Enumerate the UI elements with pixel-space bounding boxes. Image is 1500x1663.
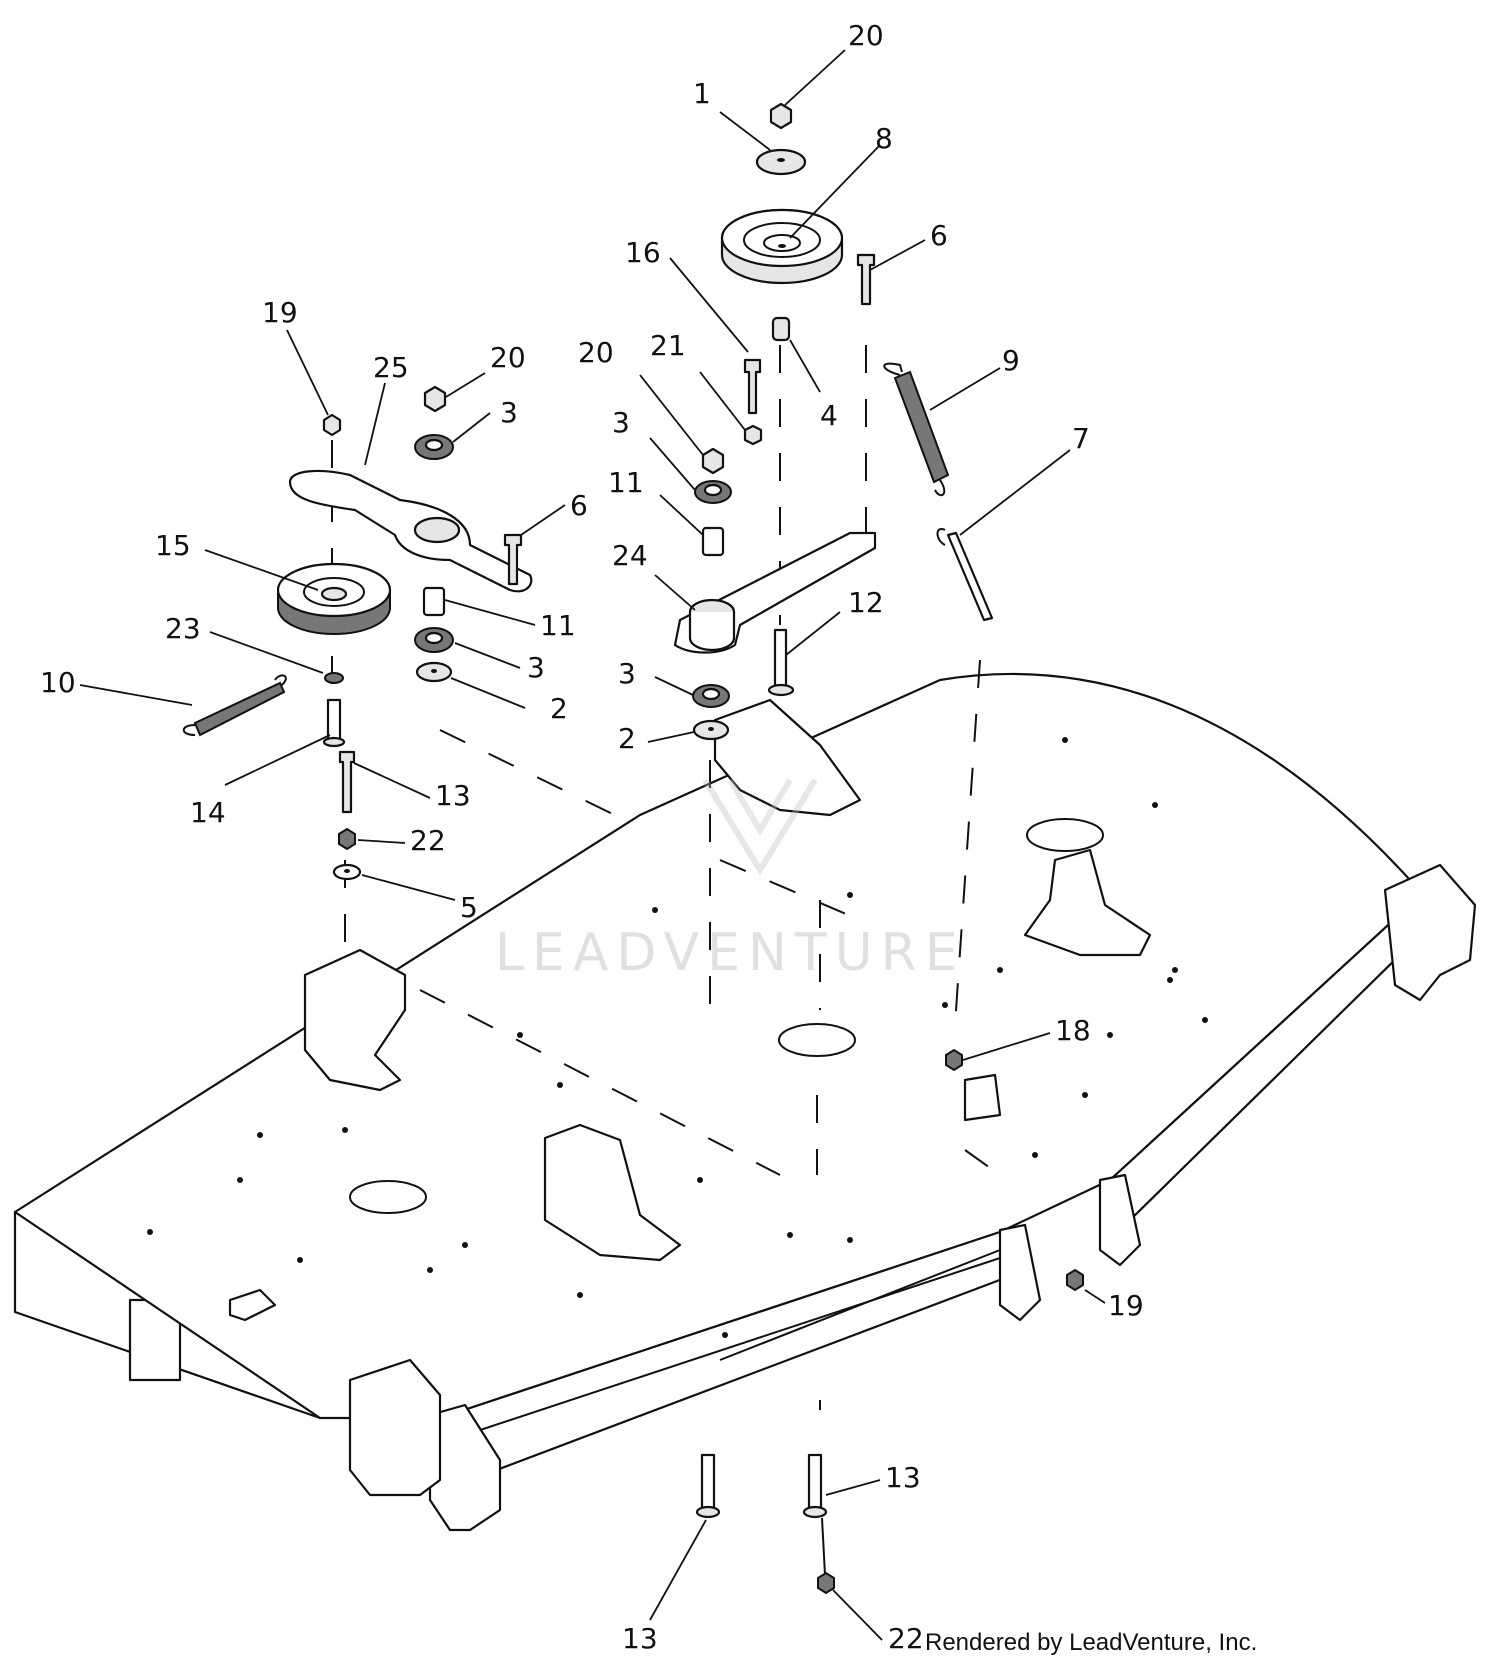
callout-10: 10 [40,666,76,699]
spacer-4 [771,316,791,342]
washer-23 [324,672,344,684]
callout-22-upper: 22 [410,824,446,857]
callout-9: 9 [1002,344,1020,377]
callout-14: 13 [435,779,471,812]
callout-15: 14 [190,796,226,829]
callout-numbers: 20 1 8 6 16 21 4 9 7 20 3 11 24 12 3 2 1… [40,19,1144,1655]
nut-20-mid [701,447,725,475]
nut-21 [743,424,763,446]
callout-2-right: 2 [618,722,636,755]
rod-7 [936,528,994,622]
callout-7: 7 [1072,422,1090,455]
nut-22-bottom [817,1571,835,1595]
bushing-11-left [422,586,446,617]
deck-bracket-front-left [428,1403,502,1532]
deck-bracket-right-mid [1098,1173,1142,1267]
deck-top-surface [13,672,1412,1420]
callout-22-bottom: 22 [888,1622,924,1655]
watermark-text: LEADVENTURE [495,923,966,983]
bolt-14 [338,750,356,814]
nut-19-left [322,413,342,437]
callout-13-right: 13 [885,1461,921,1494]
bolt-6-right [856,253,876,306]
idler-mount-front-center [543,1123,682,1262]
leader-lines [79,49,1106,1641]
deck-latch [228,1288,277,1322]
callout-23: 23 [165,612,201,645]
deck-bracket-left-front [348,1358,442,1497]
callout-11-right: 11 [608,466,644,499]
bolt-13-right [807,1453,823,1514]
idler-mount-rear [713,698,862,817]
nut-19-right [1066,1268,1084,1292]
callout-3-lower-left: 3 [527,651,545,684]
spring-10 [182,674,287,737]
nut-22-upper [338,827,356,851]
callout-16: 16 [625,236,661,269]
watermark-logo-icon [702,778,818,876]
callout-3-lower-right: 3 [618,657,636,690]
callout-8: 8 [875,122,893,155]
callout-19-right: 19 [1108,1289,1144,1322]
callout-12: 12 [848,586,884,619]
idler-arm-25 [288,469,533,593]
callout-3-upper-right: 3 [612,406,630,439]
deck-rivets [147,737,1208,1338]
callout-21: 21 [650,329,686,362]
callout-20-top: 20 [848,19,884,52]
spindle-hole-center [778,1023,856,1057]
idler-mount-left [303,948,407,1092]
deck-small-tab [963,1073,1002,1122]
callout-2-left: 2 [550,692,568,725]
callout-1: 1 [693,77,711,110]
callout-3-upper-left: 3 [500,396,518,429]
callout-25: 25 [373,351,409,384]
callout-20-mid: 20 [578,336,614,369]
callout-5: 5 [460,891,478,924]
spring-9 [883,362,950,497]
callout-19-left: 19 [262,296,298,329]
bolt-6-left [503,533,523,586]
mower-deck [13,672,1477,1532]
deck-bracket-right-rear [1383,863,1477,1002]
idler-mount-right [1023,848,1152,957]
callout-13-left: 13 [622,1622,658,1655]
callout-17: 15 [155,529,191,562]
callout-18: 18 [1055,1014,1091,1047]
callout-6-left: 6 [570,489,588,522]
callout-4: 4 [820,399,838,432]
callout-24: 24 [612,539,648,572]
bolt-13-left [700,1453,716,1514]
deck-trough-line [449,1257,1001,1441]
nut-20-left [423,385,447,413]
components [182,102,1084,1595]
callout-6-right: 6 [930,219,948,252]
callout-20-left: 20 [490,341,526,374]
credit-text: Rendered by LeadVenture, Inc. [925,1629,1257,1656]
spindle-hole-left [349,1180,427,1214]
pin-12 [773,628,788,692]
nut-18 [945,1048,963,1072]
spindle-hole-right [1026,818,1104,852]
nut-20-top [769,102,793,130]
bolt-16 [743,358,762,415]
deck-trough-diagonal [719,1249,1001,1361]
callout-11-left: 11 [540,609,576,642]
deck-bracket-front-right [998,1223,1042,1322]
bushing-11-right [701,526,725,557]
